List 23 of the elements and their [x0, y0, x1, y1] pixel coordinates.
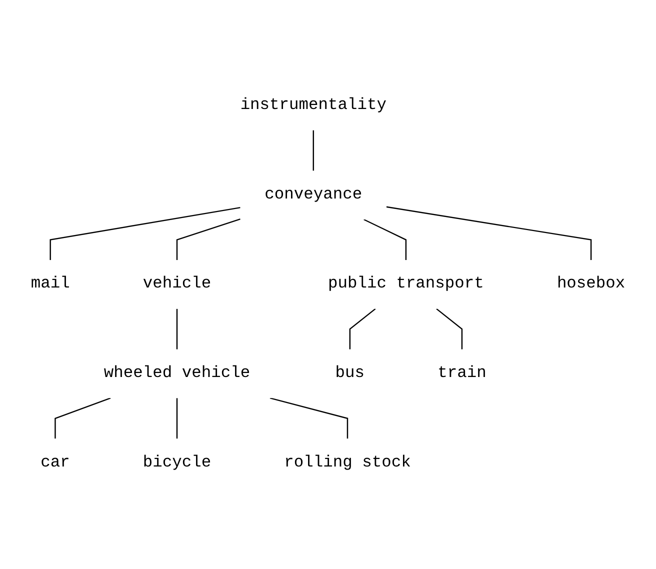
connector — [312, 130, 314, 171]
connector — [364, 219, 407, 260]
node-text: instrumentality — [240, 96, 386, 115]
connector — [176, 398, 178, 439]
node-text: hosebox — [556, 274, 626, 294]
connector — [270, 398, 348, 439]
node-text: car — [40, 453, 70, 472]
node-text: train — [438, 364, 486, 383]
connector — [436, 308, 463, 350]
node-text: bus — [335, 364, 365, 383]
connector — [349, 308, 376, 350]
connector — [176, 308, 178, 350]
node-text: mail — [30, 274, 70, 294]
node-text: public transport — [328, 274, 484, 294]
connector — [50, 207, 240, 260]
connector — [386, 206, 592, 260]
node-text: conveyance — [264, 185, 362, 204]
node-text: rolling stock — [284, 453, 411, 472]
node-text: wheeled vehicle — [104, 364, 250, 383]
node-text: vehicle — [142, 274, 212, 294]
connector — [54, 398, 111, 439]
connector — [176, 218, 240, 260]
node-text: bicycle — [142, 453, 212, 472]
